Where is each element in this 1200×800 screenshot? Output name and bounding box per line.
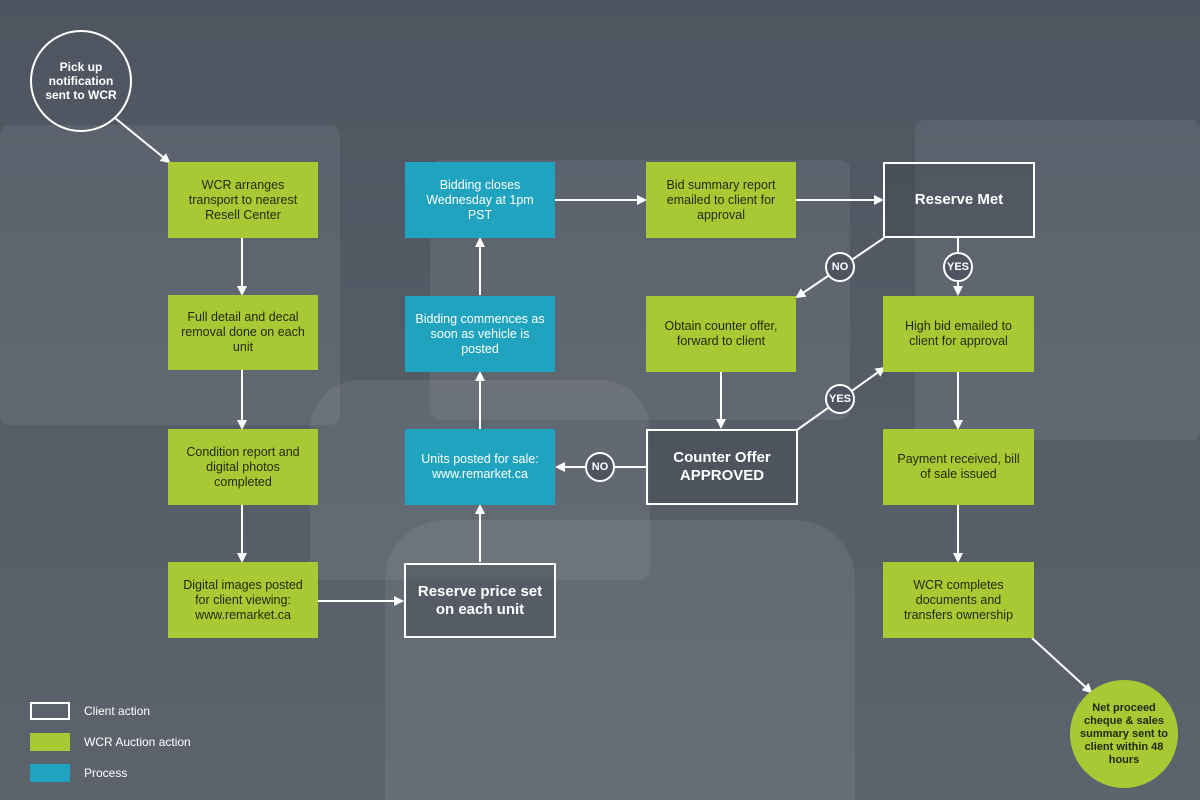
node-high-bid-emailed: High bid emailed to client for approval [883, 296, 1034, 372]
node-condition-report: Condition report and digital photos comp… [168, 429, 318, 505]
node-digital-images-posted: Digital images posted for client viewing… [168, 562, 318, 638]
node-counter-offer-approved: Counter Offer APPROVED [646, 429, 798, 505]
node-wcr-completes-documents: WCR completes documents and transfers ow… [883, 562, 1034, 638]
node-reserve-price-set: Reserve price set on each unit [404, 563, 556, 638]
node-reserve-met: Reserve Met [883, 162, 1035, 238]
legend-swatch-process [30, 764, 70, 782]
badge-counter-approved-no: NO [585, 452, 615, 482]
legend-wcr-auction-action: WCR Auction action [30, 733, 191, 751]
node-units-posted: Units posted for sale: www.remarket.ca [405, 429, 555, 505]
badge-counter-approved-yes: YES [825, 384, 855, 414]
legend-process: Process [30, 764, 127, 782]
badge-reserve-met-no: NO [825, 252, 855, 282]
node-detail-decal-removal: Full detail and decal removal done on ea… [168, 295, 318, 370]
legend-label-wcr: WCR Auction action [84, 735, 191, 749]
legend-label-client: Client action [84, 704, 151, 718]
node-bidding-closes: Bidding closes Wednesday at 1pm PST [405, 162, 555, 238]
legend-label-process: Process [84, 766, 128, 780]
badge-reserve-met-yes: YES [943, 252, 973, 282]
legend-swatch-wcr [30, 733, 70, 751]
node-arrange-transport: WCR arranges transport to nearest Resell… [168, 162, 318, 238]
legend-client-action: Client action [30, 702, 150, 720]
node-bidding-commences: Bidding commences as soon as vehicle is … [405, 296, 555, 372]
node-payment-received: Payment received, bill of sale issued [883, 429, 1034, 505]
arrow-pickup-to-transport [114, 117, 171, 164]
background-van-center [385, 520, 855, 800]
arrow-completes-to-net [1031, 637, 1093, 694]
node-net-proceed-cheque: Net proceed cheque & sales summary sent … [1070, 680, 1178, 788]
node-bid-summary-report: Bid summary report emailed to client for… [646, 162, 796, 238]
legend-swatch-client [30, 702, 70, 720]
node-obtain-counter-offer: Obtain counter offer, forward to client [646, 296, 796, 372]
node-pickup-notification: Pick up notification sent to WCR [30, 30, 132, 132]
